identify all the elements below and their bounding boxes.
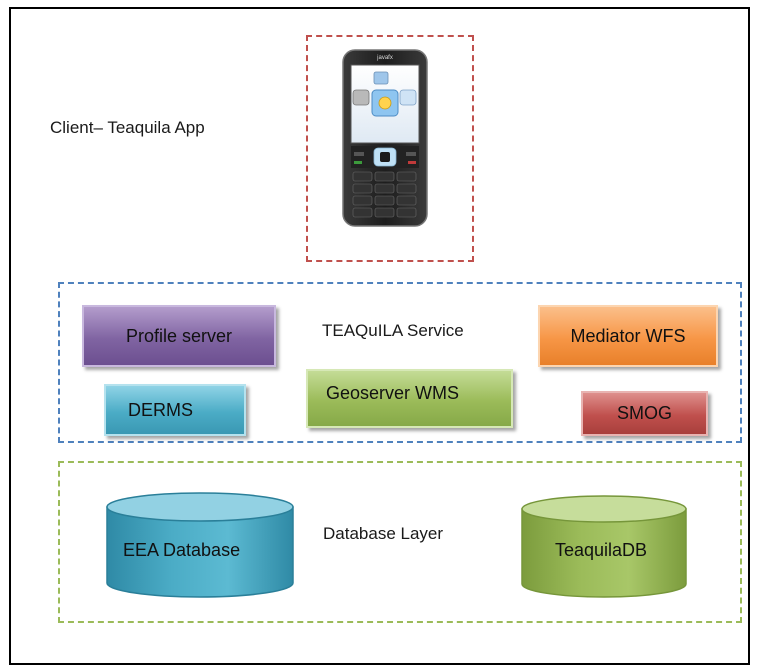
phone-image: javafx xyxy=(342,49,428,227)
service-layer-label: TEAQuILA Service xyxy=(322,321,464,340)
smog-node: SMOG xyxy=(581,391,708,436)
teaquiladb-label: TeaquilaDB xyxy=(555,540,648,560)
derms-node: DERMS xyxy=(104,384,246,436)
client-label: Client– Teaquila App xyxy=(50,118,205,137)
phone-brand: javafx xyxy=(376,55,393,61)
mediator-wfs-label: Mediator WFS xyxy=(570,325,686,346)
teaquiladb-cylinder xyxy=(521,495,687,598)
profile-server-node: Profile server xyxy=(82,305,276,367)
profile-server-label: Profile server xyxy=(125,325,233,346)
database-layer-label: Database Layer xyxy=(323,524,444,543)
eea-database-cylinder xyxy=(106,492,294,598)
geoserver-wms-label: Geoserver WMS xyxy=(326,383,460,403)
database-layer-box xyxy=(58,461,742,623)
geoserver-wms-node: Geoserver WMS xyxy=(306,369,513,428)
smog-label: SMOG xyxy=(616,403,672,423)
service-layer-box xyxy=(58,282,742,443)
mediator-wfs-node: Mediator WFS xyxy=(538,305,718,367)
client-box xyxy=(306,35,474,262)
eea-database-label: EEA Database xyxy=(123,540,241,560)
derms-label: DERMS xyxy=(128,399,194,420)
